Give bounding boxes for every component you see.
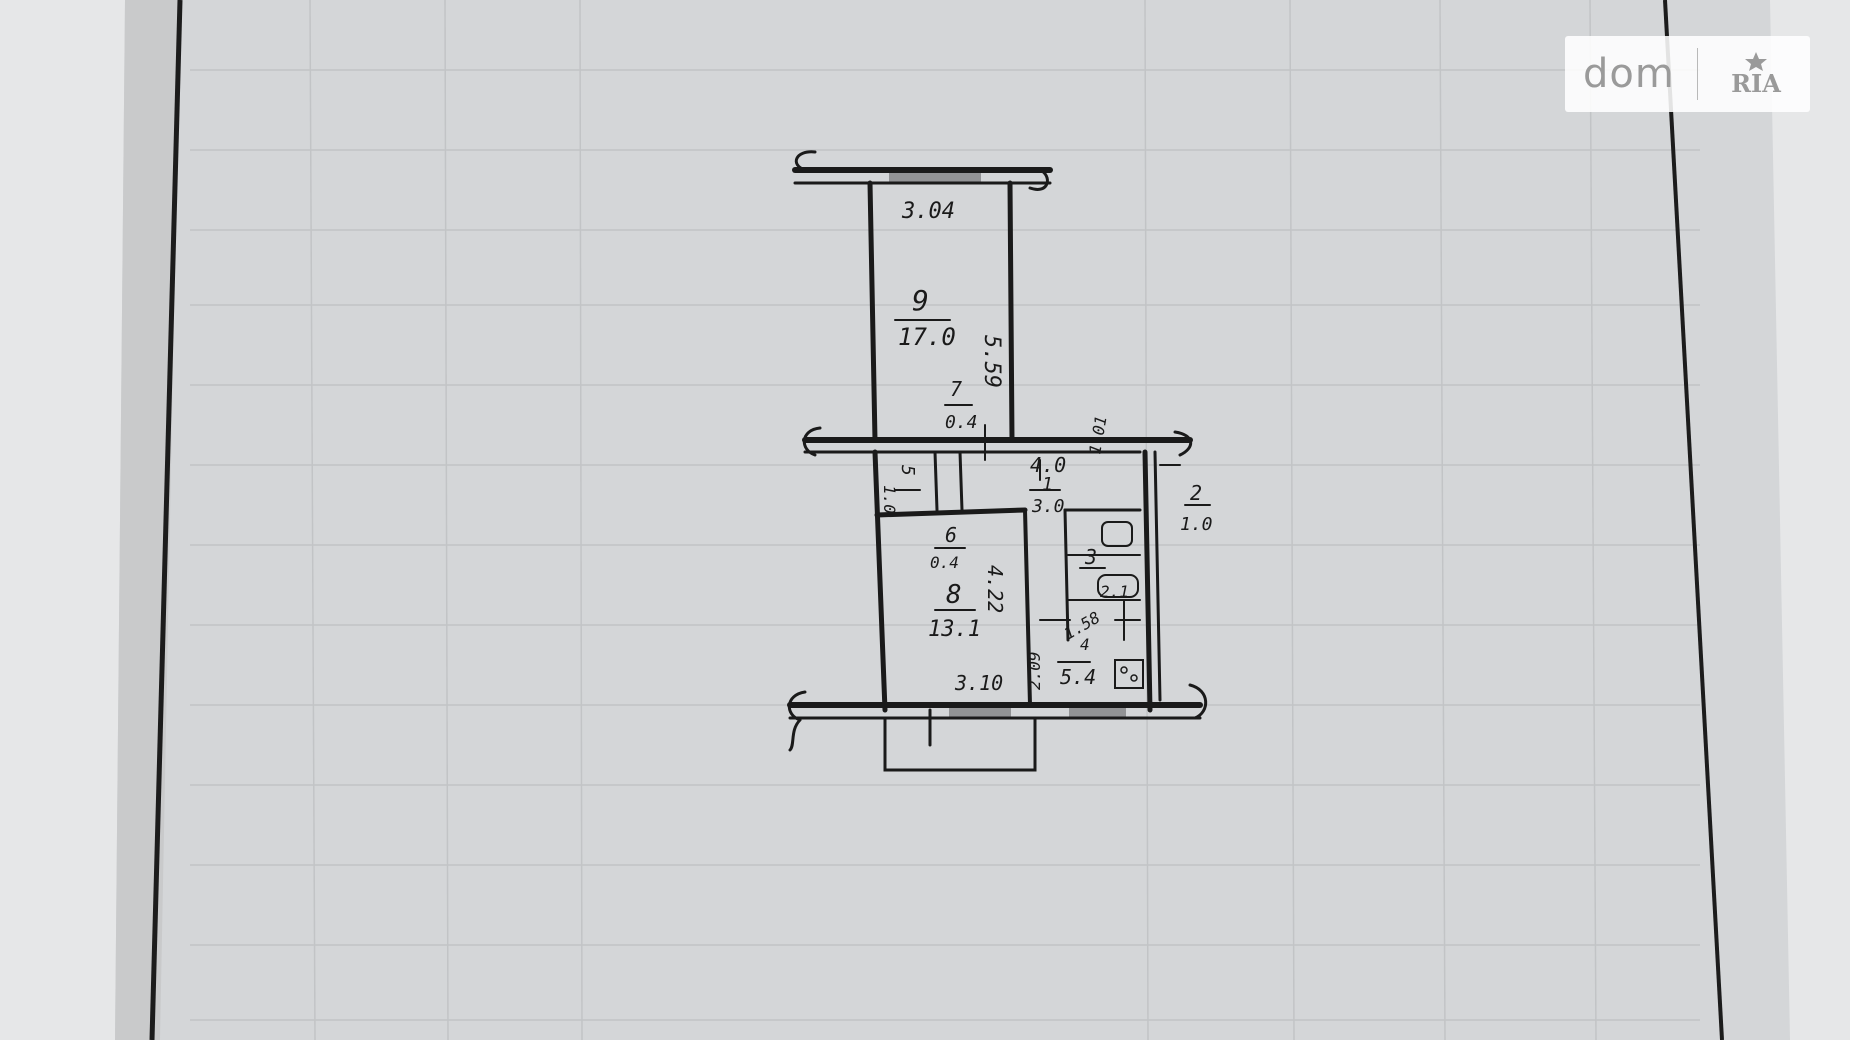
room-3-area: 2.1 (1100, 582, 1129, 601)
room-1-number: 1 (1042, 474, 1053, 495)
room-9-area: 17.0 (898, 323, 956, 351)
paper-grid (190, 0, 1700, 1040)
dimension-room8-length: 4.22 (983, 565, 1007, 613)
dimension-kitchen-length: 2.09 (1025, 651, 1044, 690)
room-5-number: 5 (897, 465, 918, 476)
room-3-number: 3 (1084, 545, 1097, 569)
dimension-top-width: 3.04 (901, 199, 955, 224)
room-1-area: 3.0 (1031, 496, 1065, 517)
room-7-area: 0.4 (945, 412, 978, 433)
room-2-area: 1.0 (1180, 514, 1213, 535)
room-8-number: 8 (946, 580, 962, 610)
dimension-room8-width: 3.10 (954, 671, 1003, 695)
watermark-divider (1696, 48, 1698, 100)
room-2-number: 2 (1190, 481, 1202, 505)
room-7-number: 7 (950, 377, 962, 401)
room-8-area: 13.1 (928, 617, 981, 642)
watermark-brand-text: dom (1583, 51, 1675, 97)
dimension-hall-width: 4.0 (1030, 453, 1066, 477)
room-4-area: 5.4 (1060, 665, 1096, 689)
room-6-area: 0.4 (930, 553, 959, 572)
floor-plan-drawing (787, 150, 1211, 772)
watermark-logo: dom RIA (1565, 36, 1810, 112)
room-9-number: 9 (912, 284, 929, 317)
ria-logo-icon: RIA (1731, 52, 1781, 98)
watermark-logo-text: RIA (1731, 69, 1781, 98)
room-6-number: 6 (945, 523, 957, 547)
room-4-number: 4 (1080, 635, 1090, 654)
room-5-area: 1.0 (880, 485, 899, 514)
dimension-room9-length: 5.59 (979, 335, 1004, 388)
